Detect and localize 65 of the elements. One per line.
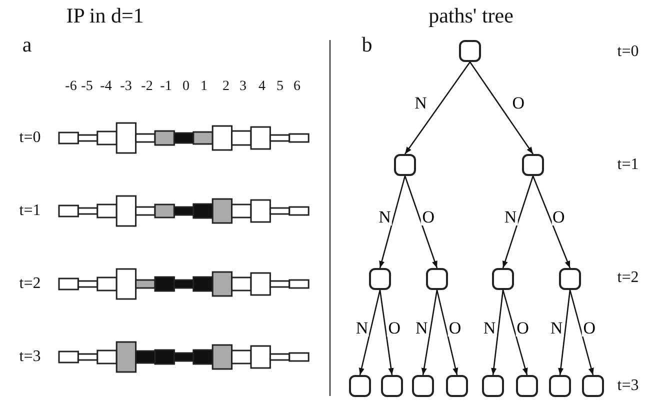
- arrow: [502, 176, 534, 268]
- tree-node-box: [582, 375, 604, 397]
- site-index: -3: [120, 80, 132, 94]
- tree-node-box: [459, 40, 481, 62]
- arrow: [469, 62, 534, 154]
- tree-node-box: [412, 375, 434, 397]
- tree-node-box: [381, 375, 403, 397]
- tree-node-box: [394, 154, 416, 176]
- arrow: [379, 176, 406, 268]
- arrow: [436, 290, 458, 376]
- time-label: t=3: [617, 378, 639, 394]
- time-label: t=0: [617, 44, 639, 60]
- edge-label: O: [511, 94, 526, 112]
- site-index: 1: [200, 80, 208, 94]
- arrow: [569, 290, 594, 376]
- tree-node-box: [549, 375, 571, 397]
- site-index: -2: [141, 80, 153, 94]
- edge-label: O: [552, 208, 566, 226]
- panel-title: paths' tree: [428, 6, 514, 26]
- site-index: 0: [182, 80, 190, 94]
- edge-label: N: [354, 320, 370, 337]
- site-index: -5: [81, 80, 93, 94]
- tree-node-box: [446, 375, 468, 397]
- site-index: -1: [160, 80, 172, 94]
- arrow: [532, 176, 571, 268]
- edge-label: N: [503, 208, 518, 226]
- edge-label: N: [414, 320, 429, 337]
- panel-letter: a: [22, 34, 32, 56]
- time-label: t=2: [19, 276, 41, 292]
- time-label: t=3: [19, 349, 41, 365]
- site-index: 4: [258, 80, 266, 94]
- edge-label: N: [378, 208, 392, 226]
- arrow: [379, 290, 394, 376]
- arrow: [491, 290, 504, 376]
- time-label: t=1: [617, 157, 639, 173]
- arrow: [502, 290, 528, 376]
- site-index: 3: [240, 80, 246, 94]
- arrow: [358, 290, 381, 376]
- site-index: 6: [294, 80, 300, 94]
- edge-label: O: [582, 320, 596, 337]
- tree-node-box: [559, 268, 581, 290]
- time-label: t=0: [19, 130, 41, 146]
- edge-label: O: [387, 320, 402, 337]
- tree-node-box: [482, 375, 504, 397]
- arrow: [558, 290, 571, 376]
- site-index: -4: [100, 80, 112, 94]
- arrow: [404, 62, 471, 154]
- panel-title: IP in d=1: [66, 6, 144, 26]
- tree-node-box: [516, 375, 538, 397]
- time-label: t=1: [19, 203, 41, 219]
- edge-label: O: [448, 320, 462, 337]
- panel-letter: b: [362, 34, 372, 56]
- site-index: 2: [222, 80, 230, 94]
- tree-node-box: [426, 268, 448, 290]
- tree-node-box: [349, 375, 371, 397]
- arrow: [404, 176, 438, 268]
- tree-node-box: [369, 268, 391, 290]
- tree-node-box: [492, 268, 514, 290]
- edge-label: O: [516, 320, 530, 337]
- tree-node-box: [522, 154, 544, 176]
- time-label: t=2: [617, 270, 639, 286]
- arrow: [421, 290, 438, 376]
- edge-label: O: [421, 208, 436, 226]
- site-index: -6: [65, 80, 77, 94]
- site-index: 5: [276, 80, 284, 94]
